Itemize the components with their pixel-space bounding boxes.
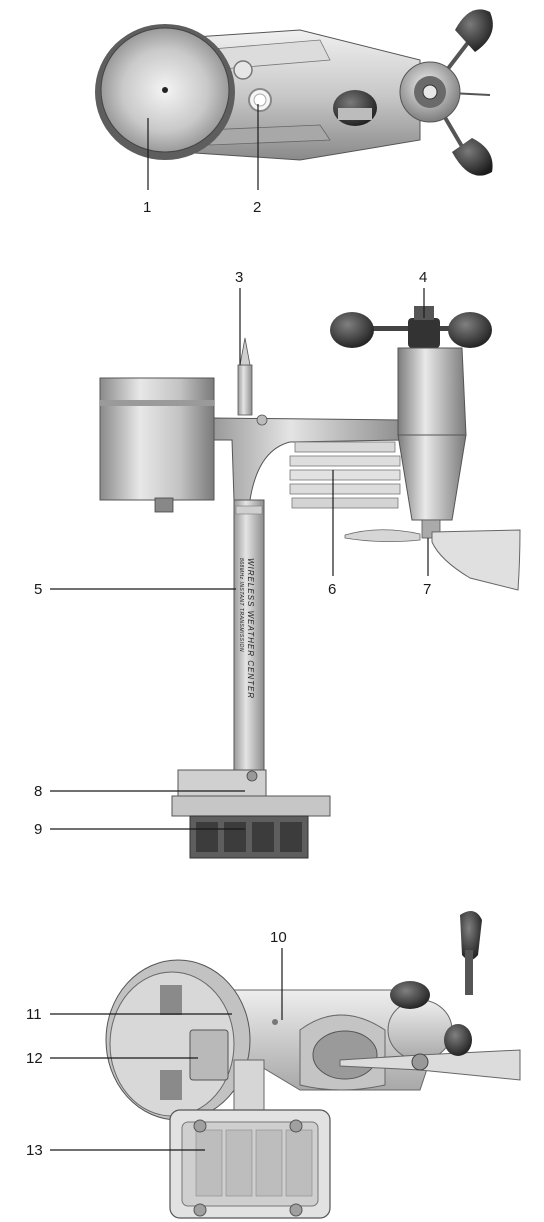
callout-2: 2 <box>253 199 261 216</box>
bubble-level <box>233 60 272 112</box>
rain-gauge-housing <box>99 377 215 513</box>
antenna <box>237 337 253 416</box>
radiation-shield <box>289 441 401 509</box>
callout-13: 13 <box>26 1142 43 1159</box>
front-view: WIRELESS WEATHER CENTER 868MHz INSTANT T… <box>0 250 544 870</box>
bottom-view: 10 11 12 13 <box>0 900 544 1222</box>
callout-8: 8 <box>34 783 42 800</box>
battery-cover <box>189 1029 229 1081</box>
callout-7: 7 <box>423 581 431 598</box>
wind-vane <box>344 529 521 591</box>
callout-1: 1 <box>143 199 151 216</box>
mast-text-main: WIRELESS WEATHER CENTER <box>246 558 255 699</box>
top-view: 1 2 <box>0 0 544 230</box>
anemometer-underside <box>339 911 521 1081</box>
callout-9: 9 <box>34 821 42 838</box>
callout-4: 4 <box>419 269 427 286</box>
wind-vane-body <box>397 347 467 539</box>
top-anemometer <box>333 9 493 176</box>
shield-underside <box>299 1014 386 1091</box>
mast-text-sub: 868MHz INSTANT TRANSMISSION <box>238 558 244 652</box>
mounting-bracket <box>171 769 331 859</box>
bracket-underside <box>169 1109 331 1219</box>
callout-6: 6 <box>328 581 336 598</box>
callout-3: 3 <box>235 269 243 286</box>
callout-10: 10 <box>270 929 287 946</box>
rain-funnel <box>95 24 235 160</box>
callout-5: 5 <box>34 581 42 598</box>
callout-12: 12 <box>26 1050 43 1067</box>
anemometer <box>330 306 492 348</box>
mounting-pole: WIRELESS WEATHER CENTER 868MHz INSTANT T… <box>233 499 265 791</box>
callout-11: 11 <box>26 1006 42 1023</box>
